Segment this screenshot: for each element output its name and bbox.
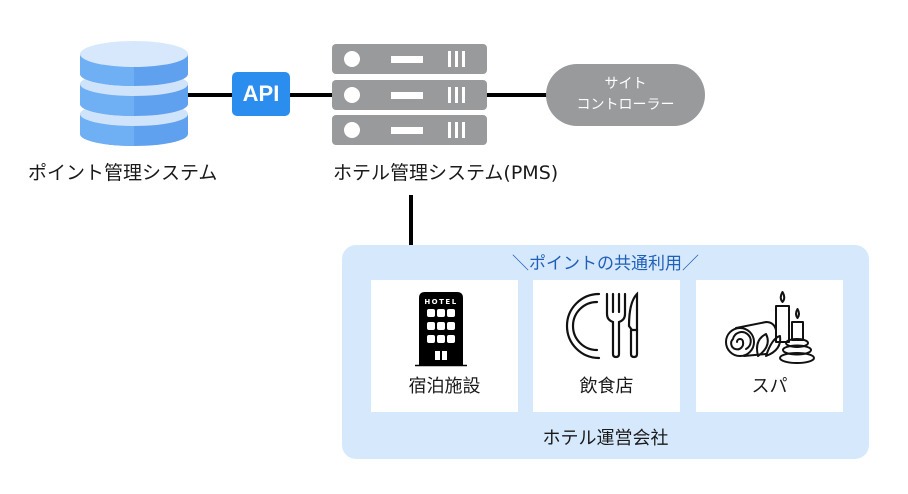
- server-unit: [332, 80, 487, 110]
- server-slot: [391, 56, 423, 63]
- facility-card-restaurant: 飲食店: [533, 280, 680, 412]
- pms-label: ホテル管理システム(PMS): [333, 162, 559, 184]
- server-unit: [332, 115, 487, 145]
- server-led: [344, 87, 360, 103]
- api-badge: API: [232, 72, 290, 116]
- facility-label: 宿泊施設: [408, 376, 481, 397]
- connector-pms-site-controller: [487, 93, 547, 97]
- facility-label: スパ: [751, 376, 788, 397]
- plate-fork-knife-icon: [565, 291, 639, 360]
- facility-card-spa: スパ: [696, 280, 843, 412]
- svg-text:HOTEL: HOTEL: [424, 298, 457, 306]
- connector-db-api: [188, 93, 234, 97]
- server-led: [344, 122, 360, 138]
- facility-label: 飲食店: [579, 376, 634, 397]
- hotel-operator-label: ホテル運営会社: [542, 428, 669, 449]
- hotel-building-icon: HOTEL: [415, 292, 467, 367]
- shared-points-title: ＼ポイントの共通利用／: [512, 254, 699, 274]
- hotel-operator-group: ＼ポイントの共通利用／ HOTEL 宿泊施設: [342, 245, 869, 459]
- site-controller-line2: コントローラー: [576, 97, 675, 113]
- site-controller-node: サイト コントローラー: [546, 64, 705, 126]
- site-controller-line1: サイト: [604, 76, 647, 92]
- server-slot: [391, 127, 423, 134]
- facility-card-lodging: HOTEL 宿泊施設: [371, 280, 518, 412]
- connector-pms-operator: [409, 195, 413, 245]
- point-system-label: ポイント管理システム: [28, 162, 218, 184]
- server-led: [344, 51, 360, 67]
- spa-candles-towel-icon: [725, 291, 815, 364]
- database-icon: [80, 41, 188, 146]
- server-unit: [332, 44, 487, 74]
- server-slot: [391, 92, 423, 99]
- connector-api-pms: [290, 93, 334, 97]
